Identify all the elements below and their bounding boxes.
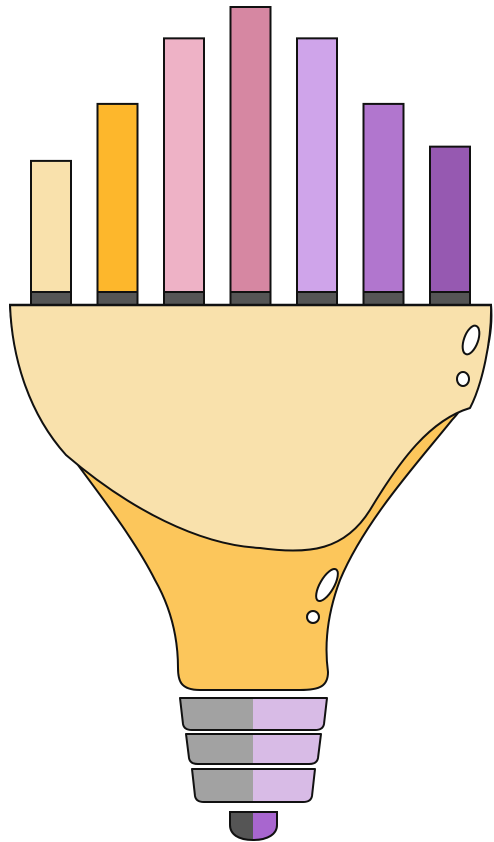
bar-5	[297, 38, 337, 292]
highlight-upper-dot	[457, 372, 469, 386]
bar-3-base	[164, 292, 204, 305]
screw-ring-2-right	[253, 732, 326, 766]
highlight-lower-dot	[307, 611, 319, 623]
screw-ring-2-left	[181, 732, 253, 766]
bar-4	[231, 7, 271, 292]
bar-1	[31, 161, 71, 292]
bulb-screw-base	[175, 696, 332, 804]
bar-6-base	[364, 292, 404, 305]
bar-6	[364, 104, 404, 292]
bar-4-base	[231, 292, 271, 305]
bar-5-base	[297, 292, 337, 305]
bar-1-base	[31, 292, 71, 305]
bar-7-base	[430, 292, 470, 305]
screw-ring-1-right	[253, 696, 332, 732]
bulb-tip	[228, 810, 279, 842]
bar-2	[98, 104, 138, 292]
bar-7	[430, 147, 470, 292]
bars-group	[31, 7, 470, 305]
bulb-upper-fill	[10, 305, 491, 551]
bar-2-base	[98, 292, 138, 305]
bar-3	[164, 38, 204, 292]
bulb-body	[9, 305, 492, 690]
screw-ring-1-left	[175, 696, 253, 732]
